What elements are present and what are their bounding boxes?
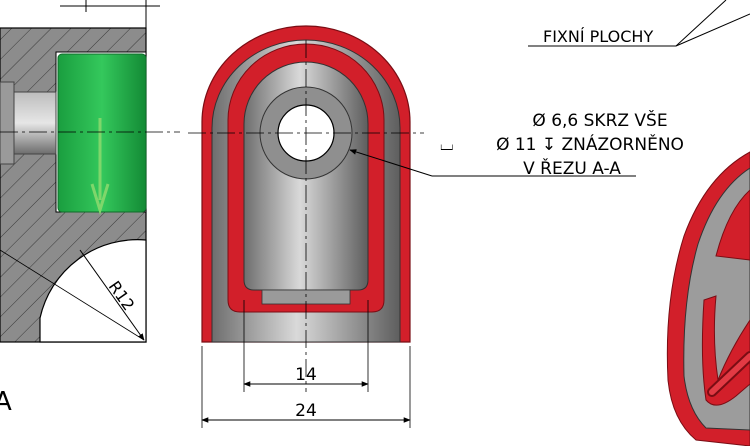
- fixed-faces-note: FIXNÍ PLOCHY: [528, 0, 750, 47]
- fixed-faces-label: FIXNÍ PLOCHY: [543, 27, 653, 46]
- load-arrow-head: [90, 183, 110, 216]
- fixed-faces-leader-2: [675, 13, 750, 47]
- counterbore-symbol: ⌴: [440, 135, 454, 155]
- fixed-faces-leader-1: [675, 0, 727, 47]
- hole-callout: Ø 6,6 SKRZ VŠE ⌴ Ø 11 ↧ ZNÁZORNĚNO V ŘEZ…: [349, 109, 684, 179]
- dim-label-24: 24: [295, 401, 317, 421]
- iso-inner-fillet-top: [715, 189, 750, 261]
- section-view: R12 A: [0, 0, 180, 417]
- hole-callout-line-3: V ŘEZU A-A: [523, 157, 621, 179]
- dim-label-14: 14: [295, 365, 317, 385]
- radius-ref-line: [0, 249, 145, 341]
- section-letter: A: [0, 387, 12, 417]
- hole-leader: [349, 149, 433, 177]
- radius-leader: [79, 249, 145, 341]
- front-view: 14 24: [188, 25, 424, 428]
- iso-rib-highlight: [709, 353, 750, 395]
- pin-head: [0, 81, 15, 165]
- iso-inner-fillet-bottom: [701, 295, 750, 406]
- fillet-cutout: [39, 239, 147, 343]
- iso-view: [666, 151, 750, 446]
- hole-callout-line-2: Ø 11 ↧ ZNÁZORNĚNO: [496, 133, 684, 155]
- fixture-face-green: [57, 53, 147, 213]
- hole-callout-line-1: Ø 6,6 SKRZ VŠE: [532, 109, 667, 131]
